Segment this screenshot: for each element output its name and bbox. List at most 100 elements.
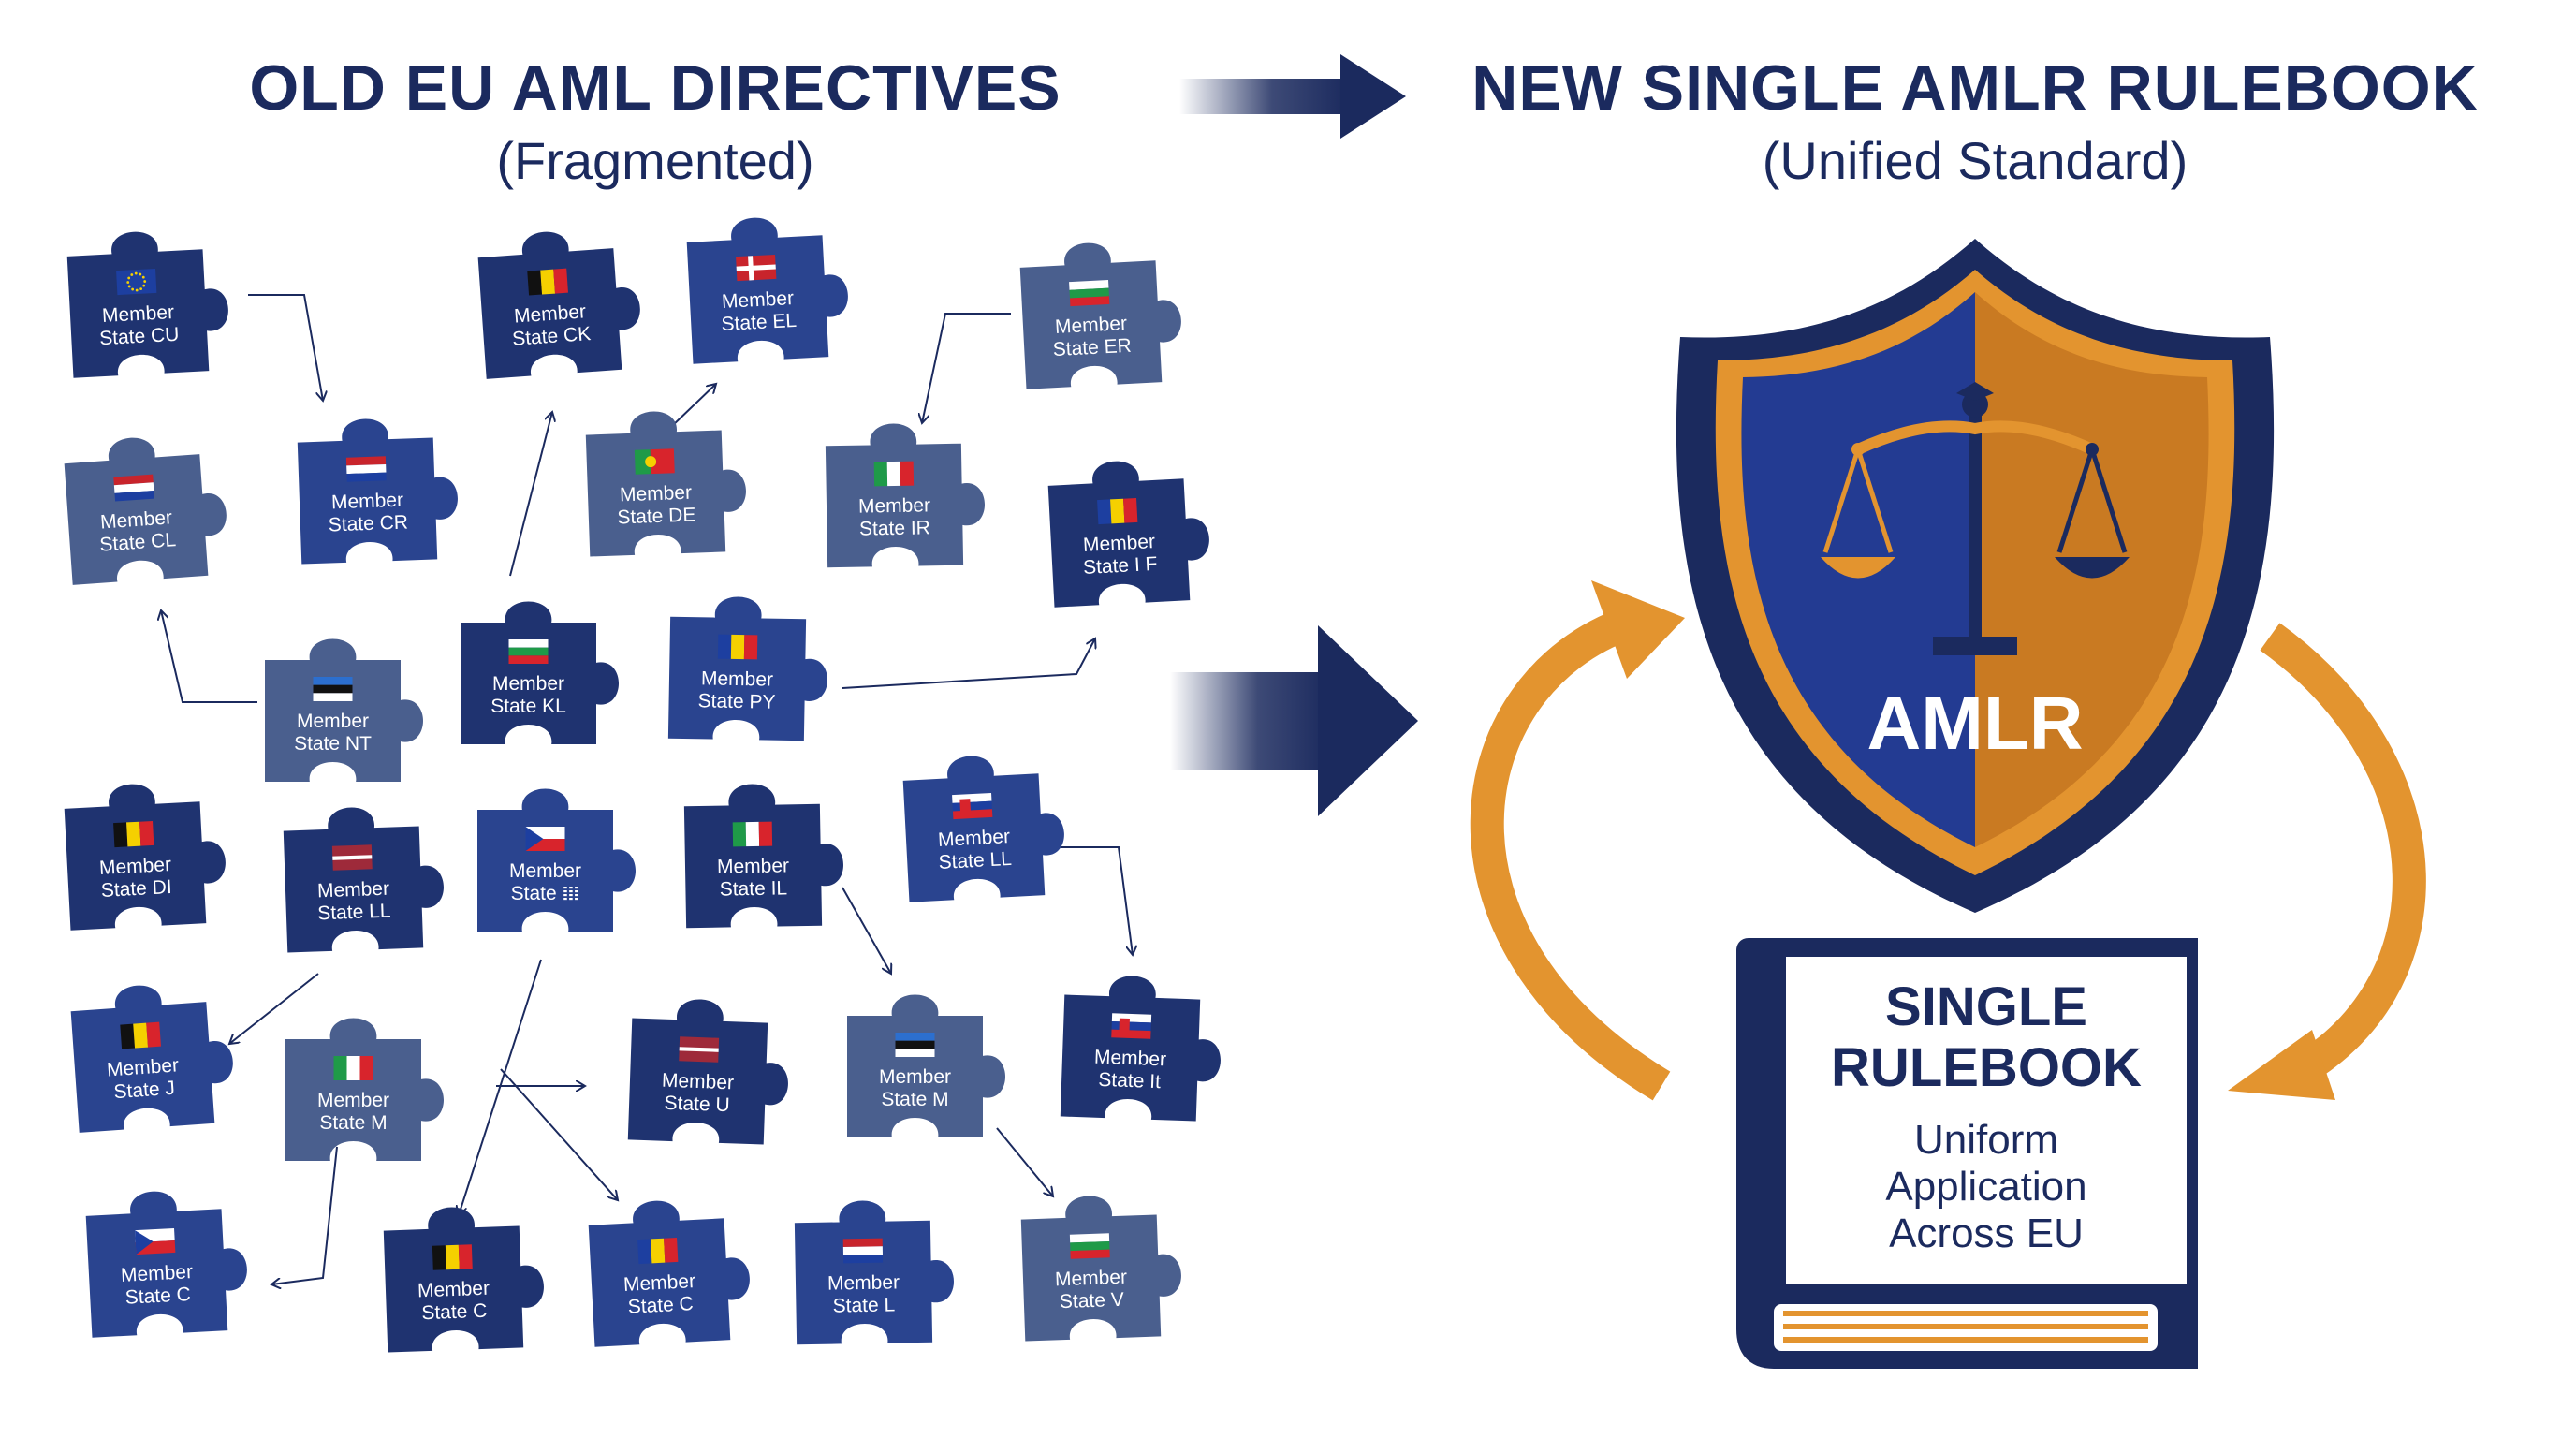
country-flag-icon: [331, 844, 373, 871]
piece-label-line1: Member: [99, 506, 172, 533]
piece-label-line1: Member: [879, 1066, 951, 1088]
single-rulebook-book-icon: SINGLE RULEBOOK Uniform Application Acro…: [1736, 938, 2198, 1369]
piece-label-line1: Member: [858, 494, 930, 517]
country-flag-icon: [525, 827, 565, 851]
book-title-line1: SINGLE: [1885, 976, 2087, 1037]
connector-arrow: [842, 887, 891, 974]
piece-label-line1: Member: [106, 1054, 179, 1080]
cycle-arrows: [1470, 580, 2426, 1101]
country-flag-icon: [135, 1227, 176, 1255]
piece-label-line2: State L: [832, 1294, 895, 1316]
puzzle-piece-shape: [297, 418, 458, 565]
country-flag-icon: [736, 254, 777, 282]
connector-arrow: [248, 294, 323, 401]
puzzle-piece-shape: [70, 985, 233, 1133]
piece-label-line1: Member: [827, 1271, 900, 1294]
puzzle-piece-shape: [585, 411, 746, 557]
right-cycle-arrow-icon: [2260, 623, 2426, 1092]
piece-label-line1: Member: [717, 855, 789, 877]
puzzle-piece-shape: [64, 437, 227, 585]
piece-label-line1: Member: [297, 711, 369, 732]
connector-arrow: [996, 1127, 1053, 1196]
piece-label-line2: State C: [124, 1284, 191, 1309]
piece-label-line2: State NT: [294, 733, 372, 755]
piece-label-line1: Member: [1055, 1267, 1128, 1291]
old-title-sub: (Fragmented): [496, 131, 814, 190]
piece-label-line1: Member: [417, 1278, 490, 1302]
puzzle-piece-shape: [667, 596, 827, 741]
puzzle-piece-shape: [1019, 242, 1181, 389]
country-flag-icon: [432, 1244, 473, 1270]
connector-arrow: [161, 610, 257, 703]
piece-label-line1: Member: [331, 490, 404, 514]
piece-label-line2: State M: [319, 1112, 387, 1134]
connector-arrow: [229, 973, 319, 1044]
main-transition-arrow-icon: [1170, 625, 1418, 816]
piece-label-line1: Member: [492, 673, 564, 695]
country-flag-icon: [873, 461, 915, 487]
piece-label-line1: Member: [317, 878, 390, 902]
country-flag-icon: [508, 639, 549, 664]
connector-arrow: [922, 313, 1011, 423]
connector-arrow: [671, 384, 716, 427]
connector-arrow: [1053, 846, 1133, 955]
book-text-line2: Application: [1885, 1164, 2086, 1210]
piece-label-line2: State ER: [1052, 335, 1132, 360]
amlr-shield-icon: AMLR: [1676, 239, 2275, 913]
piece-label-line2: State LL: [938, 848, 1012, 873]
connector-arrow: [842, 638, 1095, 689]
country-flag-icon: [717, 634, 758, 660]
puzzle-piece-shape: [85, 1191, 247, 1338]
country-flag-icon: [634, 448, 675, 475]
country-flag-icon: [1069, 1233, 1110, 1259]
book-text-line3: Across EU: [1889, 1211, 2084, 1256]
piece-label-line2: State I F: [1083, 553, 1158, 579]
piece-label-line2: State IL: [720, 877, 788, 900]
piece-label-line1: Member: [513, 301, 586, 327]
piece-label-line2: State KL: [490, 696, 566, 717]
puzzle-piece-shape: [627, 999, 788, 1145]
piece-label-line1: Member: [317, 1090, 389, 1111]
puzzle-piece-shape: [588, 1200, 750, 1347]
country-flag-icon: [895, 1033, 935, 1057]
puzzle-piece-shape: [283, 807, 444, 953]
piece-label-line2: State It: [1098, 1069, 1161, 1093]
connector-arrow: [271, 1146, 338, 1284]
piece-label-line2: State LL: [317, 901, 391, 925]
piece-label-line1: Member: [622, 1270, 695, 1296]
connector-arrow: [459, 959, 542, 1215]
piece-label-line1: Member: [101, 301, 174, 327]
puzzle-piece-shape: [477, 788, 636, 932]
piece-label-line2: State 𝍖: [511, 883, 580, 904]
puzzle-piece-shape: [902, 756, 1064, 902]
piece-label-line2: State PY: [697, 690, 775, 712]
piece-label-line2: State DE: [617, 505, 696, 529]
country-flag-icon: [116, 268, 157, 296]
puzzle-piece-shape: [847, 994, 1005, 1137]
piece-label-line2: State M: [881, 1089, 948, 1110]
top-transition-arrow-icon: [1179, 54, 1406, 139]
country-flag-icon: [313, 677, 353, 701]
connector-arrow: [509, 412, 552, 577]
piece-label-line1: Member: [509, 860, 581, 882]
scales-of-justice-icon: [1821, 382, 2130, 655]
puzzle-piece-shape: [383, 1207, 544, 1353]
